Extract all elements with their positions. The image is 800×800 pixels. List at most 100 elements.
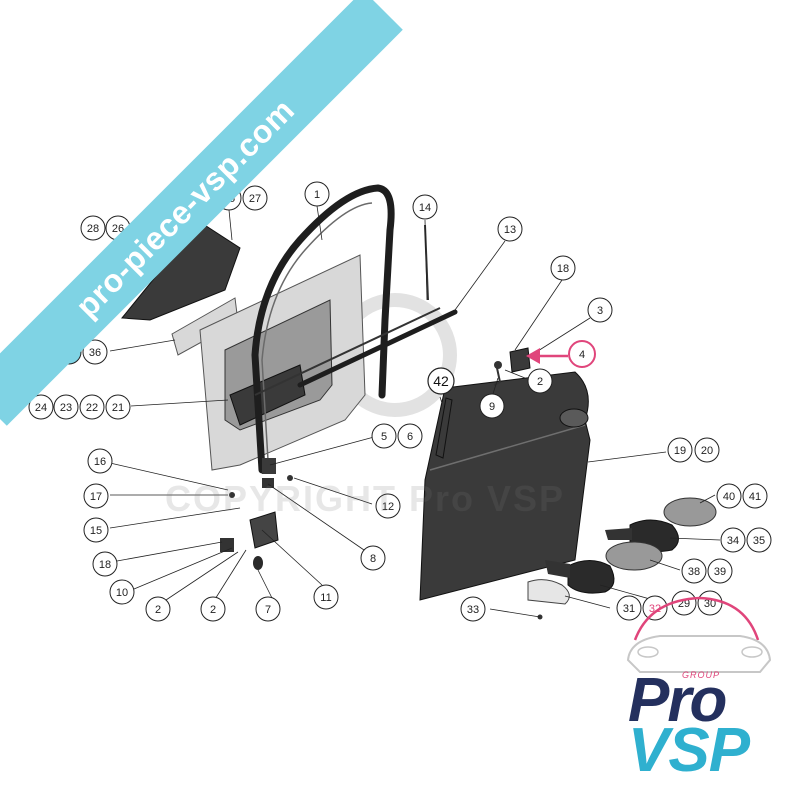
callout-41: 41 bbox=[742, 483, 768, 509]
callout-22: 22 bbox=[79, 394, 105, 420]
callout-label: 32 bbox=[649, 603, 661, 615]
door-seal bbox=[251, 184, 395, 474]
callout-18a: 18 bbox=[550, 255, 576, 281]
callout-1: 1 bbox=[304, 181, 330, 207]
callout-2c: 2 bbox=[200, 596, 226, 622]
latch-screw bbox=[494, 361, 502, 369]
callout-28: 28 bbox=[80, 215, 106, 241]
callout-18b: 18 bbox=[92, 551, 118, 577]
callout-27: 27 bbox=[242, 185, 268, 211]
callout-label: 35 bbox=[753, 535, 765, 547]
callout-label: 9 bbox=[489, 401, 495, 413]
mirror-housing-29 bbox=[567, 560, 615, 594]
callout-14: 14 bbox=[412, 194, 438, 220]
callout-label: 38 bbox=[688, 566, 700, 578]
bolt-12 bbox=[287, 475, 293, 481]
callout-label: 23 bbox=[60, 402, 72, 414]
callout-label: 8 bbox=[370, 553, 376, 565]
logo-car-outline bbox=[626, 596, 772, 673]
logo-pro-text: Pro bbox=[628, 666, 727, 735]
callout-label: 41 bbox=[749, 491, 761, 503]
door-handle-recess bbox=[559, 408, 589, 428]
callout-label: 2 bbox=[210, 604, 216, 616]
callout-label: 5 bbox=[381, 431, 387, 443]
copyright-watermark: COPYRIGHT Pro VSP bbox=[165, 478, 566, 519]
callout-6: 6 bbox=[397, 423, 423, 449]
callout-label: 30 bbox=[704, 598, 716, 610]
callout-label: 16 bbox=[94, 456, 106, 468]
callout-32: 32 bbox=[642, 595, 668, 621]
belt-moulding bbox=[297, 309, 458, 388]
hinge-part-8 bbox=[262, 478, 274, 488]
callout-15: 15 bbox=[83, 517, 109, 543]
callout-label: 13 bbox=[504, 224, 516, 236]
callout-label: 2 bbox=[155, 604, 161, 616]
callout-10: 10 bbox=[109, 579, 135, 605]
callout-11: 11 bbox=[313, 584, 339, 610]
upper-hinge bbox=[262, 458, 276, 474]
leader-lines bbox=[109, 205, 721, 618]
callout-label: 33 bbox=[467, 604, 479, 616]
callout-9: 9 bbox=[479, 393, 505, 419]
callout-21: 21 bbox=[105, 394, 131, 420]
callout-7: 7 bbox=[255, 596, 281, 622]
callout-label: 11 bbox=[320, 592, 331, 604]
callout-23: 23 bbox=[53, 394, 79, 420]
callout-17: 17 bbox=[83, 483, 109, 509]
door-latch bbox=[509, 347, 531, 373]
provsp-logo: GROUP Pro VSP bbox=[622, 585, 792, 790]
front-edge-strip bbox=[435, 397, 453, 459]
callout-39: 39 bbox=[707, 558, 733, 584]
bolt-17 bbox=[229, 492, 235, 498]
callout-label: 36 bbox=[89, 347, 101, 359]
callout-label: 42 bbox=[433, 373, 449, 389]
logo-vsp-text: VSP bbox=[628, 716, 750, 785]
callout-40: 40 bbox=[716, 483, 742, 509]
callout-5: 5 bbox=[371, 423, 397, 449]
callout-12: 12 bbox=[375, 493, 401, 519]
callout-20: 20 bbox=[694, 437, 720, 463]
callout-label: 22 bbox=[86, 402, 98, 414]
callout-label: 2 bbox=[537, 376, 543, 388]
highlight-arrowhead bbox=[526, 348, 540, 364]
callout-3: 3 bbox=[587, 297, 613, 323]
callout-31: 31 bbox=[616, 595, 642, 621]
check-strap bbox=[253, 556, 263, 570]
callout-19: 19 bbox=[667, 437, 693, 463]
callout-2b: 2 bbox=[145, 596, 171, 622]
callout-label: 3 bbox=[597, 305, 603, 317]
lower-hinge bbox=[249, 511, 279, 549]
callout-label: 6 bbox=[407, 431, 413, 443]
callout-label: 4 bbox=[579, 349, 585, 361]
callout-label: 12 bbox=[382, 501, 394, 513]
callout-label: 18 bbox=[99, 559, 111, 571]
callout-label: 19 bbox=[674, 445, 686, 457]
callout-label: 1 bbox=[314, 189, 320, 201]
callout-16: 16 bbox=[87, 448, 113, 474]
belt-moulding-inner bbox=[254, 307, 441, 396]
callout-label: 27 bbox=[249, 193, 261, 205]
mirror-mount-34 bbox=[605, 528, 632, 540]
mirror-mount-29 bbox=[545, 560, 570, 578]
callout-label: 7 bbox=[265, 604, 271, 616]
door-seal-inner bbox=[261, 202, 373, 461]
callout-label: 39 bbox=[714, 566, 726, 578]
callout-label: 21 bbox=[112, 402, 124, 414]
callout-label: 40 bbox=[723, 491, 735, 503]
callout-2a: 2 bbox=[527, 368, 553, 394]
callout-33: 33 bbox=[460, 596, 486, 622]
callout-36: 36 bbox=[82, 339, 108, 365]
callout-13: 13 bbox=[497, 216, 523, 242]
callout-label: 20 bbox=[701, 445, 713, 457]
outer-door-crease bbox=[429, 424, 586, 471]
callout-42: 42 bbox=[427, 367, 455, 395]
callout-label: 14 bbox=[419, 202, 431, 214]
callout-label: 18 bbox=[557, 263, 569, 275]
callout-label: 17 bbox=[90, 491, 102, 503]
callout-34: 34 bbox=[720, 527, 746, 553]
callout-label: 24 bbox=[35, 402, 47, 414]
callout-8: 8 bbox=[360, 545, 386, 571]
callout-label: 10 bbox=[116, 587, 128, 599]
mirror-cover-31 bbox=[527, 579, 570, 605]
mirror-glass-40 bbox=[663, 497, 717, 527]
